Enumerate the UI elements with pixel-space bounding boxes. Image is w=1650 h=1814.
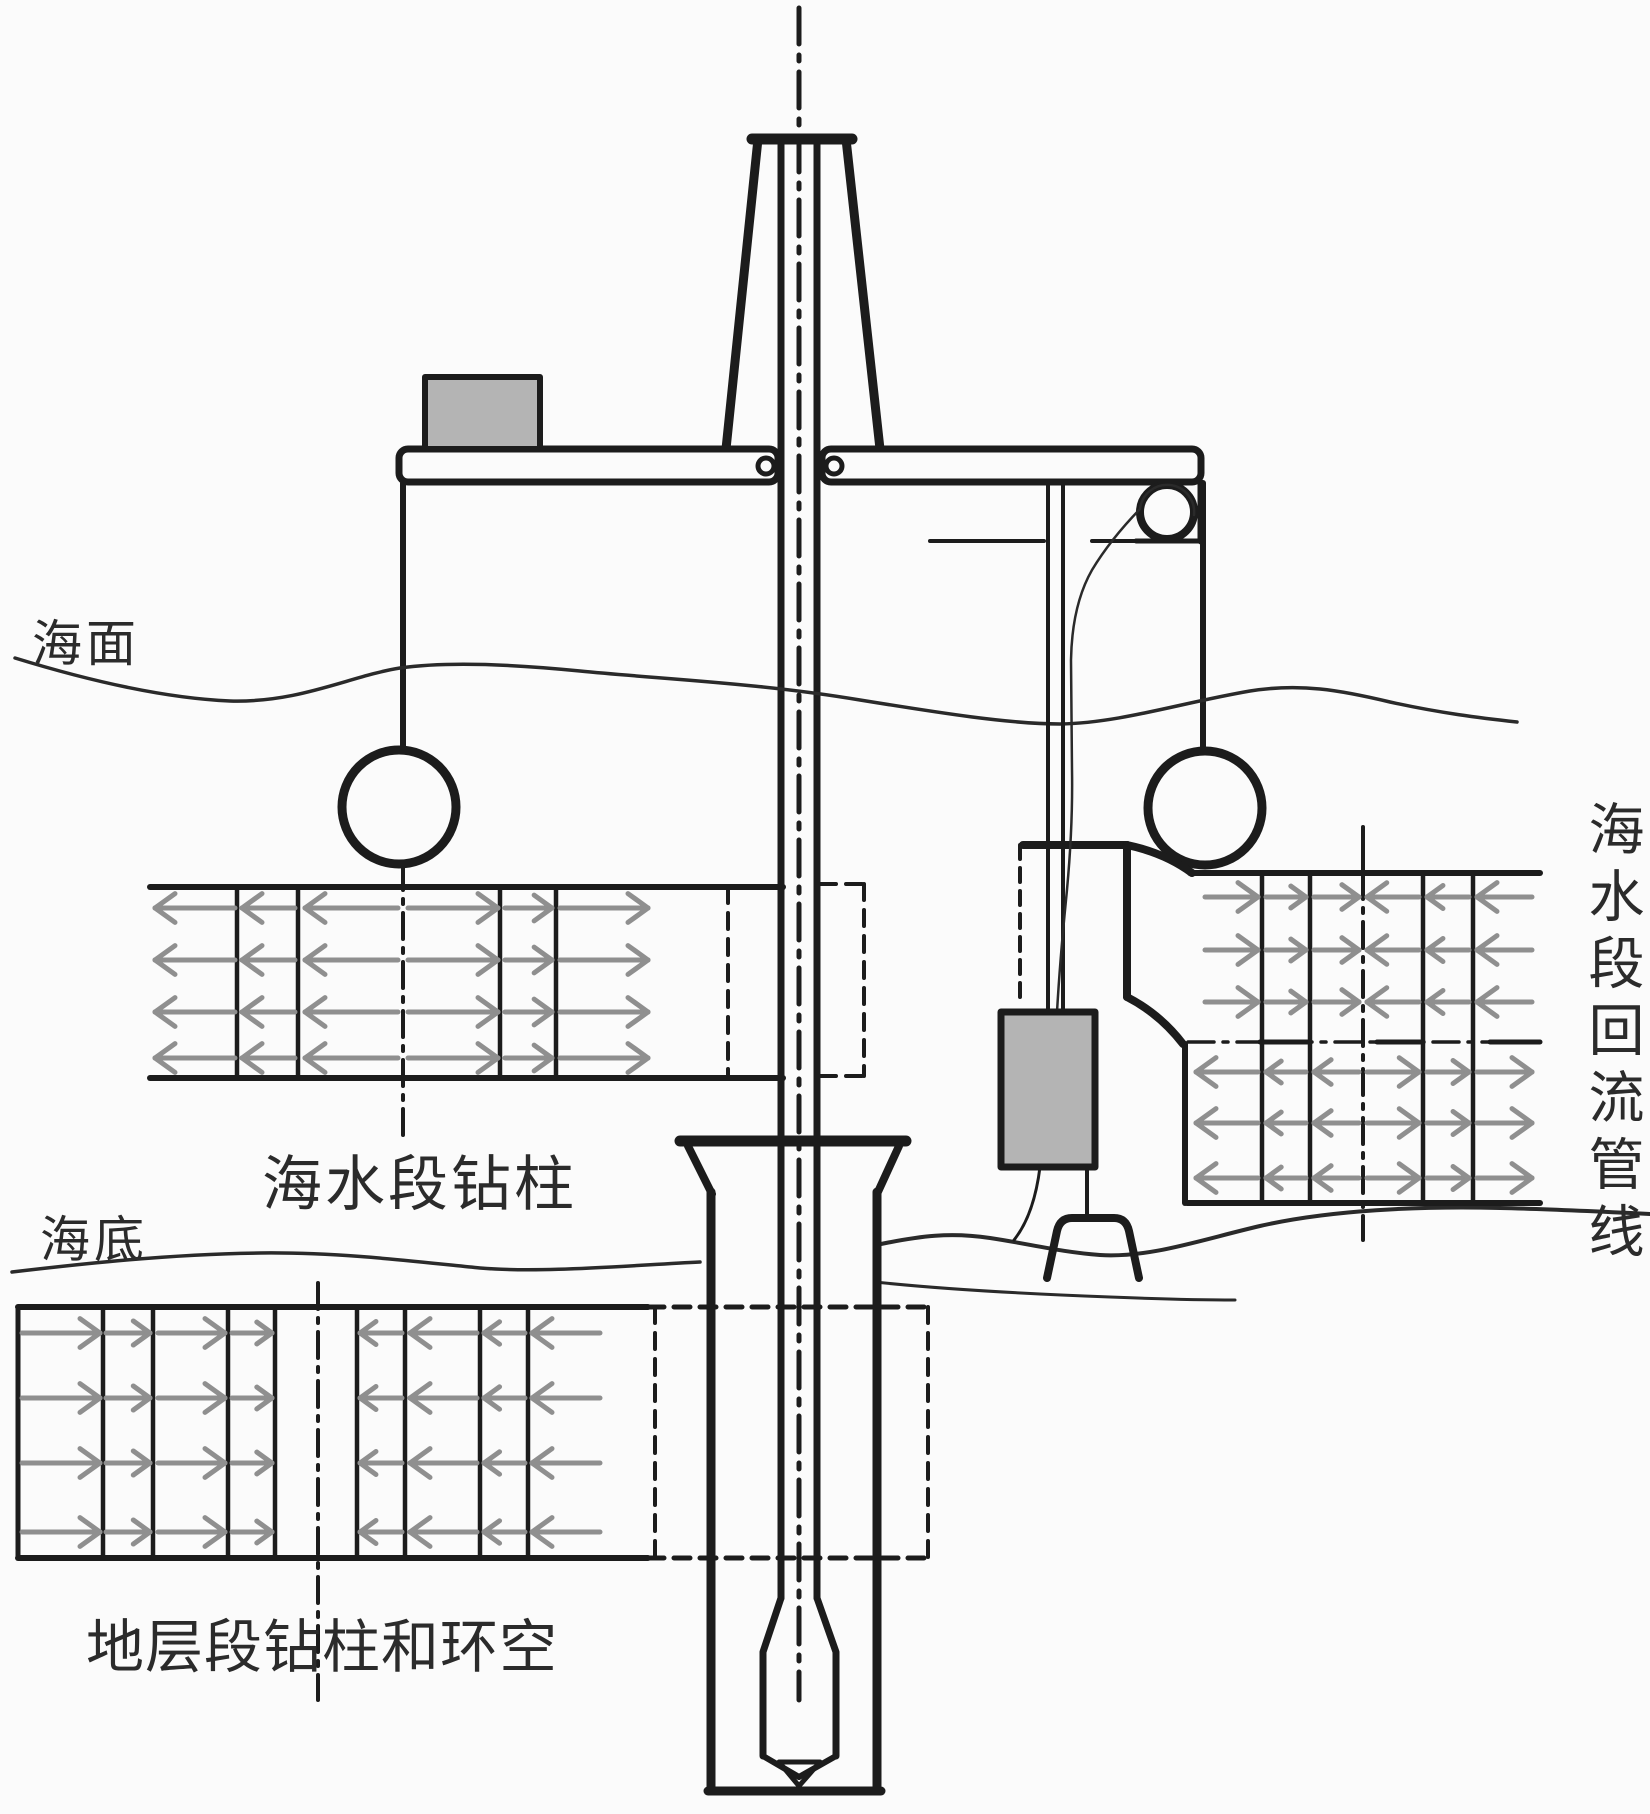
return-rope	[1055, 483, 1196, 1014]
sea-surface-wave	[13, 656, 1519, 726]
seabed-wave	[10, 1205, 1650, 1302]
label-seawater-return-line: 海水段回流管线	[1581, 800, 1644, 1269]
drill-pipe	[777, 135, 821, 1602]
wellhead-hat	[1043, 1165, 1143, 1282]
derrick	[721, 133, 885, 454]
label-sea-surface: 海面	[32, 616, 140, 672]
flow-field-grids	[15, 825, 1543, 1702]
platform-deck-right	[818, 445, 1205, 486]
conductor-casing	[674, 1135, 912, 1796]
label-seabed: 海底	[40, 1212, 148, 1268]
label-seawater-drillstring: 海水段钻柱	[262, 1151, 577, 1218]
left-buoy	[337, 745, 461, 869]
drill-bit	[759, 1594, 840, 1789]
deck-equipment-box	[422, 374, 543, 452]
right-buoy	[1143, 746, 1267, 870]
subsea-pump	[997, 1008, 1099, 1242]
platform-deck-left	[395, 445, 782, 486]
label-formation-drillstring-annulus: 地层段钻柱和环空	[86, 1615, 559, 1680]
